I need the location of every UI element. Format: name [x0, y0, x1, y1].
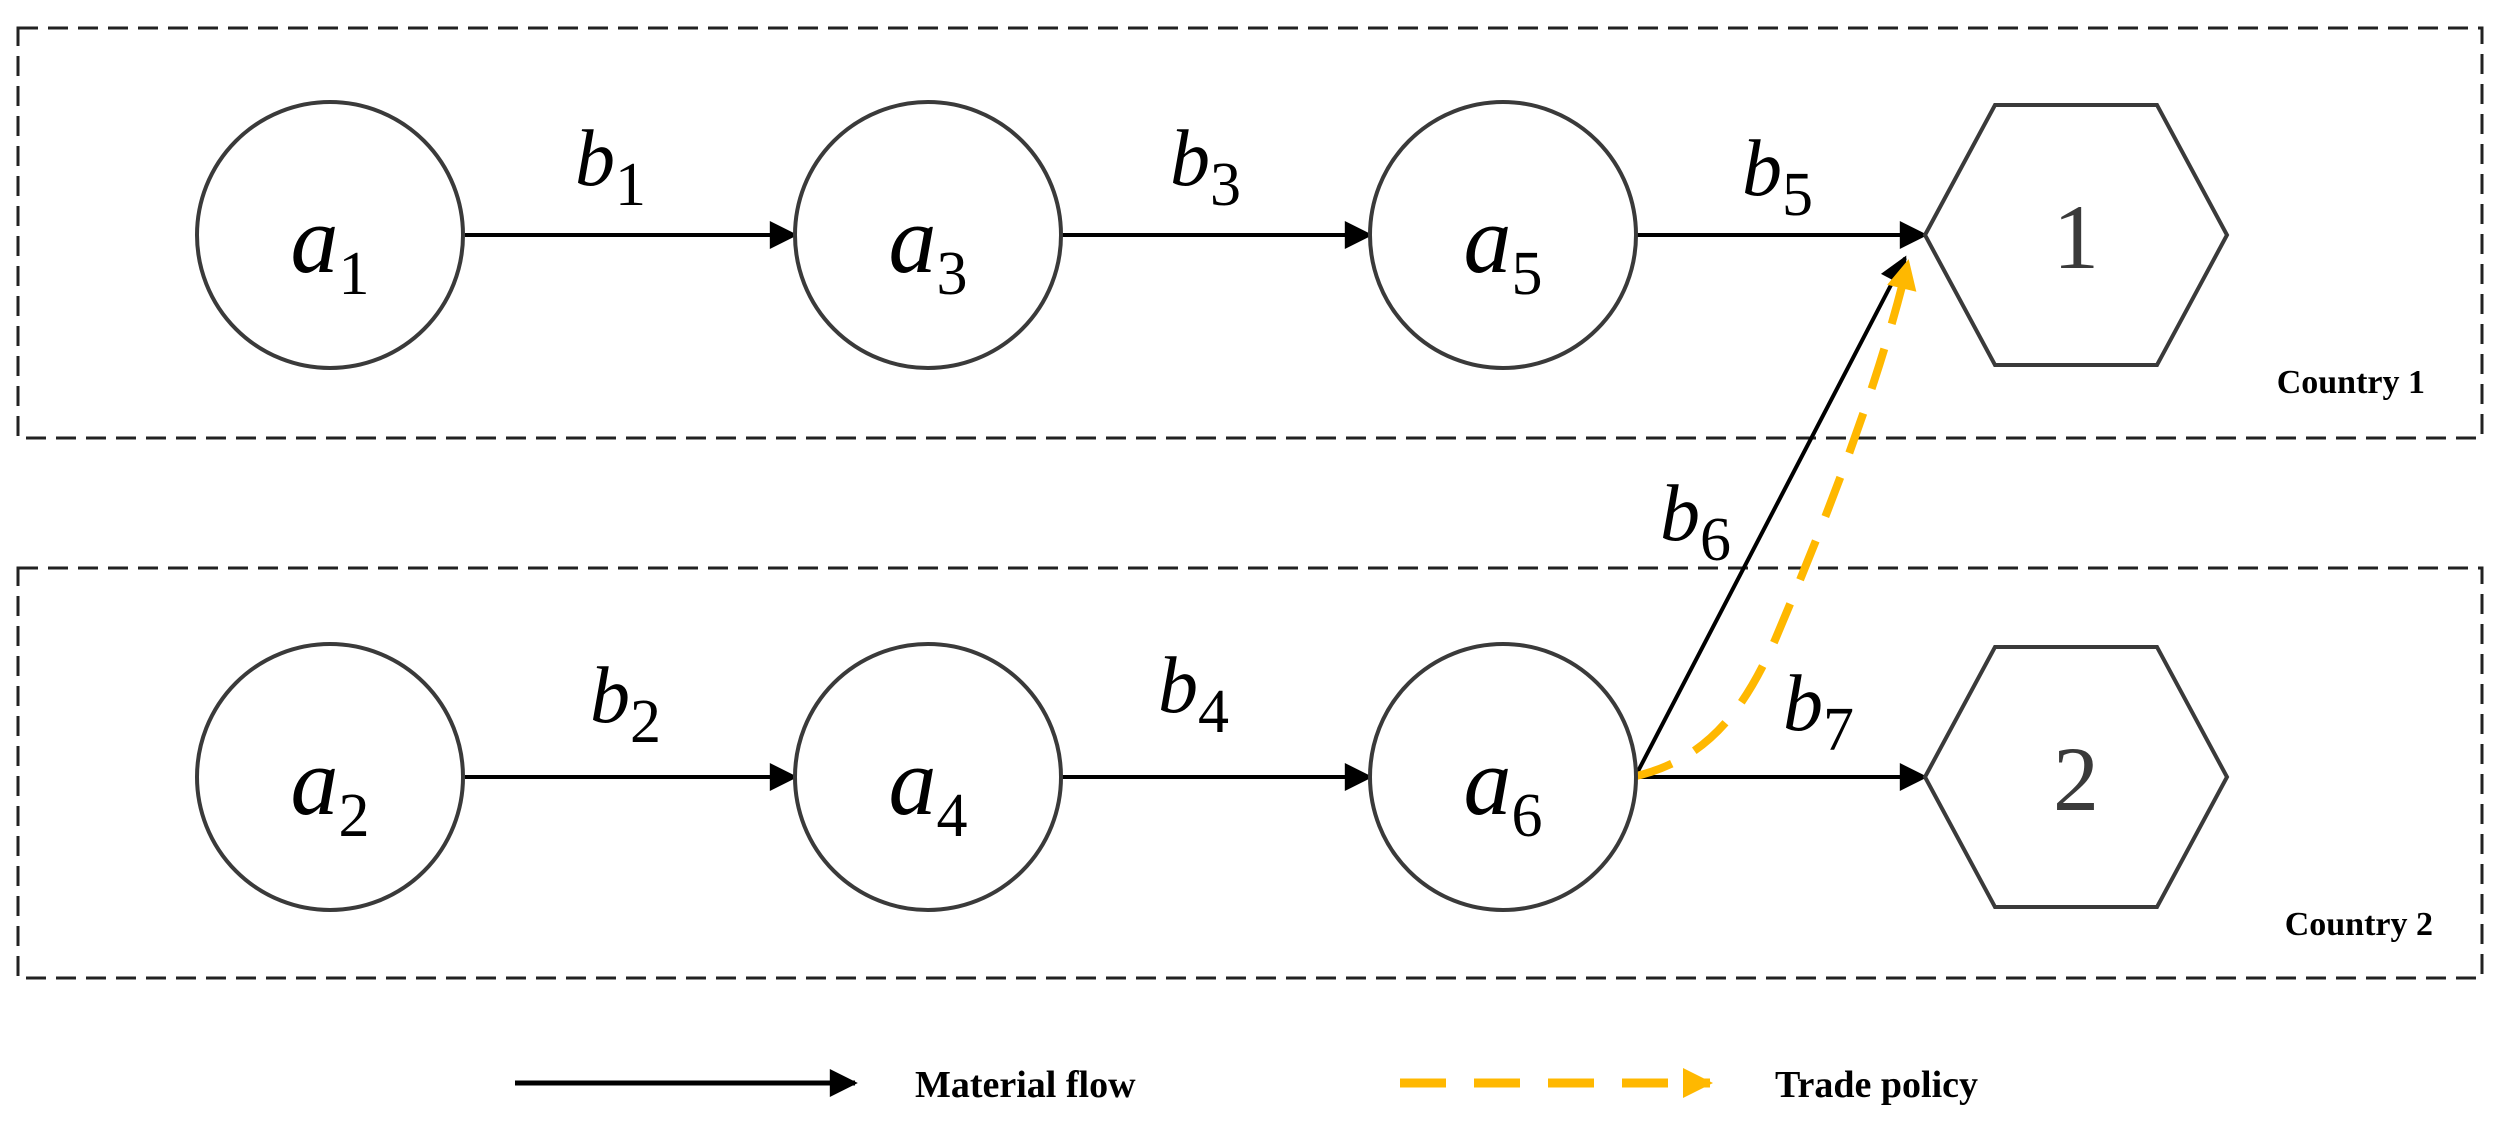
edge-b3-label: b3 [1170, 115, 1241, 219]
trade-policy-curve [1631, 259, 1917, 781]
svg-text:a2: a2 [291, 728, 370, 850]
node-a1: a1 [195, 100, 465, 370]
svg-text:a4: a4 [889, 728, 968, 850]
node-a5: a5 [1368, 100, 1638, 370]
node-a3: a3 [793, 100, 1063, 370]
node-a6: a6 [1368, 642, 1638, 912]
svg-text:a5: a5 [1464, 186, 1543, 308]
country-2-region [16, 566, 2484, 980]
country-2-label: Country 2 [2285, 906, 2433, 943]
market-1-label: 1 [2053, 186, 2099, 288]
node-a2: a2 [195, 642, 465, 912]
market-1-hexagon: 1 [1922, 103, 2230, 367]
legend-material-flow-label: Material flow [915, 1064, 1136, 1106]
edge-b6-line [1633, 255, 1907, 778]
svg-text:a3: a3 [889, 186, 968, 308]
edge-b6-label: b6 [1660, 470, 1731, 574]
market-2-label: 2 [2053, 728, 2099, 830]
edge-b5-label: b5 [1742, 125, 1813, 229]
edge-b4-label: b4 [1158, 642, 1229, 746]
country-1-region [16, 26, 2484, 440]
market-2-hexagon: 2 [1922, 645, 2230, 909]
svg-text:a6: a6 [1464, 728, 1543, 850]
edge-b1-label: b1 [575, 115, 646, 219]
legend: Material flow Trade policy [515, 1064, 1978, 1106]
node-a4: a4 [793, 642, 1063, 912]
edge-b7-label: b7 [1783, 660, 1854, 764]
legend-trade-policy-label: Trade policy [1775, 1064, 1978, 1106]
svg-text:a1: a1 [291, 186, 370, 308]
country-1-label: Country 1 [2277, 364, 2425, 401]
edge-b2-label: b2 [590, 652, 661, 756]
